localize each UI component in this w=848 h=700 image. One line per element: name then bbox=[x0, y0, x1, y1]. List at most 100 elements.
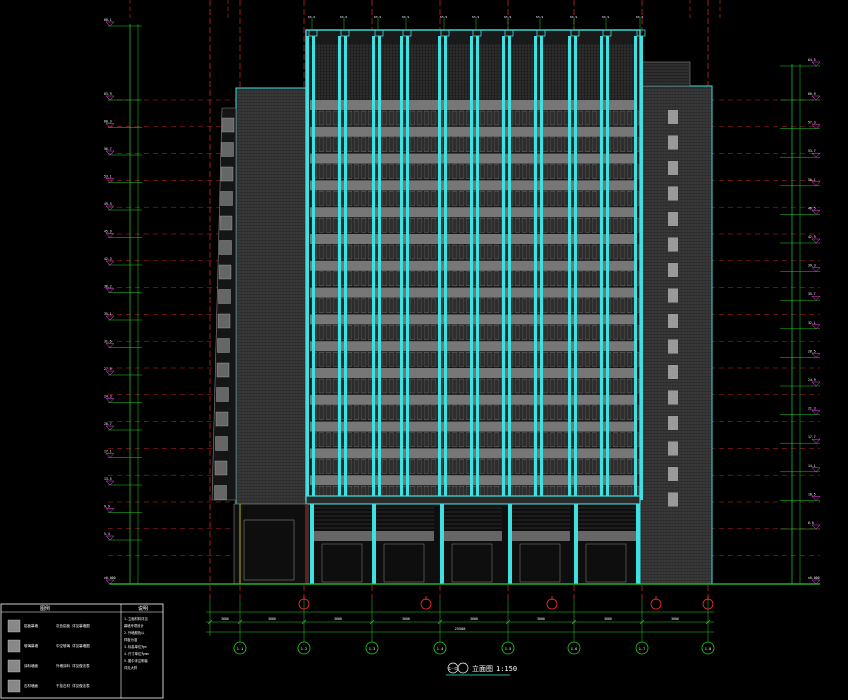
window-cell bbox=[332, 325, 339, 340]
window-cell bbox=[521, 191, 528, 206]
window-cell bbox=[423, 191, 430, 206]
fin-level: 63.9 bbox=[504, 15, 511, 19]
left-level-text: 56.7 bbox=[104, 147, 112, 151]
right-wing-window bbox=[668, 161, 678, 175]
window-cell bbox=[423, 218, 430, 233]
window-cell bbox=[458, 405, 465, 420]
window-cell bbox=[493, 191, 500, 206]
window-cell bbox=[451, 432, 458, 447]
window-cell bbox=[591, 432, 598, 447]
window-cell bbox=[479, 459, 486, 474]
window-cell bbox=[332, 110, 339, 126]
window-cell bbox=[584, 432, 591, 447]
window-cell bbox=[430, 459, 437, 474]
window-cell bbox=[542, 459, 549, 474]
window-cell bbox=[549, 271, 556, 286]
left-level-text: 24.3 bbox=[104, 395, 112, 399]
window-cell bbox=[332, 352, 339, 367]
window-cell bbox=[542, 325, 549, 340]
window-cell bbox=[591, 325, 598, 340]
window-cell bbox=[353, 459, 360, 474]
podium-column bbox=[508, 504, 512, 584]
window-cell bbox=[381, 405, 388, 420]
axis-bubble bbox=[297, 641, 311, 655]
window-cell bbox=[493, 298, 500, 313]
window-cell bbox=[584, 218, 591, 233]
window-cell bbox=[584, 378, 591, 394]
legend-item-desc: 中空玻璃 详见幕墙图 bbox=[56, 643, 90, 648]
podium-column bbox=[574, 504, 578, 584]
legend-item-label: 铝板幕墙 bbox=[24, 623, 38, 628]
left-slope-window bbox=[220, 166, 234, 182]
right-level-mark bbox=[811, 496, 821, 501]
left-level-text: 20.7 bbox=[104, 422, 112, 426]
left-level-mark bbox=[105, 315, 115, 321]
facade-fin bbox=[344, 36, 347, 500]
window-cell bbox=[493, 405, 500, 420]
dim-segment-text: 3600 bbox=[268, 617, 276, 621]
window-cell bbox=[528, 191, 535, 206]
window-cell bbox=[325, 191, 332, 206]
right-level-text: 35.7 bbox=[808, 292, 816, 296]
window-cell bbox=[577, 164, 584, 179]
left-slope-window bbox=[219, 240, 232, 255]
right-level-mark bbox=[811, 353, 821, 358]
window-cell bbox=[360, 432, 367, 447]
podium-door bbox=[585, 543, 627, 583]
legend-item-desc: 灰色铝板 详见幕墙图 bbox=[56, 623, 90, 628]
window-cell bbox=[423, 459, 430, 474]
podium-sign bbox=[444, 531, 502, 541]
window-cell bbox=[430, 405, 437, 420]
fin-level: 63.9 bbox=[308, 15, 315, 19]
left-slope-window bbox=[214, 460, 228, 476]
window-cell bbox=[479, 137, 486, 152]
right-elevation-dimensions: 64.560.957.353.750.146.542.939.335.732.1… bbox=[780, 58, 821, 585]
left-slope-window bbox=[215, 411, 229, 427]
facade-fin bbox=[306, 36, 309, 500]
window-cell bbox=[409, 110, 416, 126]
right-level-mark bbox=[811, 324, 821, 330]
window-cell bbox=[577, 405, 584, 420]
window-cell bbox=[612, 459, 619, 474]
window-cell bbox=[577, 459, 584, 474]
window-cell bbox=[332, 459, 339, 474]
window-cell bbox=[430, 164, 437, 179]
window-cell bbox=[556, 191, 563, 206]
left-slope-window bbox=[220, 191, 233, 206]
window-cell bbox=[318, 164, 325, 179]
fin-cap bbox=[308, 29, 318, 37]
window-cell bbox=[360, 378, 367, 394]
window-cell bbox=[416, 378, 423, 394]
window-cell bbox=[521, 244, 528, 260]
window-cell bbox=[360, 218, 367, 233]
window-cell bbox=[423, 164, 430, 179]
window-cell bbox=[451, 191, 458, 206]
window-cell bbox=[360, 271, 367, 286]
window-cell bbox=[591, 137, 598, 152]
window-cell bbox=[353, 191, 360, 206]
left-level-text: ±0.000 bbox=[104, 576, 116, 580]
window-cell bbox=[458, 110, 465, 126]
podium-sign bbox=[578, 531, 636, 541]
dim-segment-text: 3600 bbox=[671, 617, 679, 621]
window-cell bbox=[612, 405, 619, 420]
window-cell bbox=[528, 378, 535, 394]
window-cell bbox=[577, 110, 584, 126]
window-cell bbox=[346, 164, 353, 179]
window-cell bbox=[542, 298, 549, 313]
legend-note: 3.标高单位为m bbox=[124, 644, 146, 649]
window-cell bbox=[521, 271, 528, 286]
right-level-text: ±0.000 bbox=[808, 576, 820, 580]
window-cell bbox=[346, 405, 353, 420]
right-wing-window bbox=[668, 467, 678, 481]
window-cell bbox=[493, 325, 500, 340]
window-cell bbox=[353, 110, 360, 126]
window-cell bbox=[556, 378, 563, 394]
axis-bubble-label: 1-1 bbox=[237, 647, 244, 651]
legend-swatch bbox=[7, 619, 21, 633]
window-cell bbox=[416, 137, 423, 152]
left-level-mark bbox=[105, 260, 115, 266]
window-cell bbox=[430, 432, 437, 447]
